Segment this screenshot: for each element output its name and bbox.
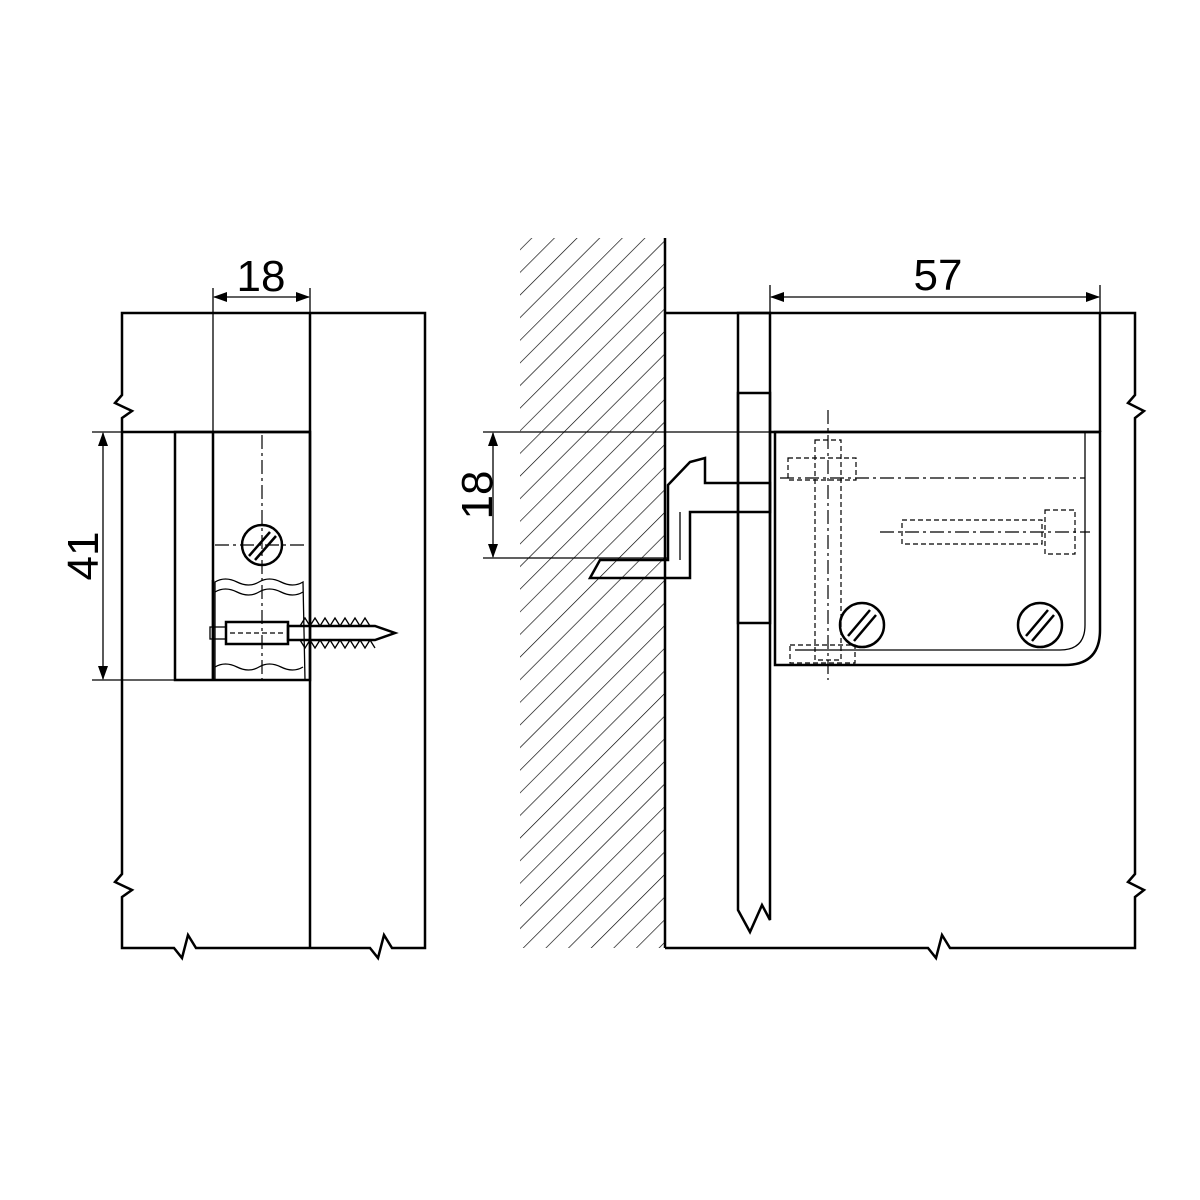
plate-spacer <box>736 391 772 625</box>
dimension-label: 18 <box>237 252 286 301</box>
wall-hatched-section <box>520 238 665 948</box>
dimension-label: 18 <box>453 471 502 520</box>
hook-bracket <box>587 456 772 580</box>
hidden-cam <box>789 644 856 664</box>
cutaway-section <box>214 578 306 681</box>
hidden-pin-head <box>1044 509 1076 555</box>
dimension-height-18: 18 <box>453 431 770 559</box>
left-view: 18 41 <box>59 252 427 961</box>
fitting-housing <box>773 430 1102 667</box>
hidden-cam <box>787 457 857 481</box>
cutaway-wave <box>214 588 304 596</box>
hidden-pin <box>901 519 1043 545</box>
screw-head-icon <box>1016 601 1064 649</box>
screw-head-icon <box>240 523 284 567</box>
dimension-label: 41 <box>59 532 108 581</box>
fitting-inner-edge <box>795 432 1086 651</box>
dimension-label: 57 <box>914 251 963 300</box>
hidden-bolt <box>814 439 842 661</box>
cutaway-wave <box>214 663 304 671</box>
right-view: 57 18 <box>453 238 1147 961</box>
wood-screw-icon <box>209 616 399 650</box>
right-panel-body <box>665 311 1147 961</box>
screw-head-icon <box>838 601 886 649</box>
dimension-width-18: 18 <box>212 252 311 432</box>
dimension-depth-57: 57 <box>769 251 1101 313</box>
left-panel-body <box>112 311 427 961</box>
dimension-height-41: 41 <box>59 431 215 681</box>
